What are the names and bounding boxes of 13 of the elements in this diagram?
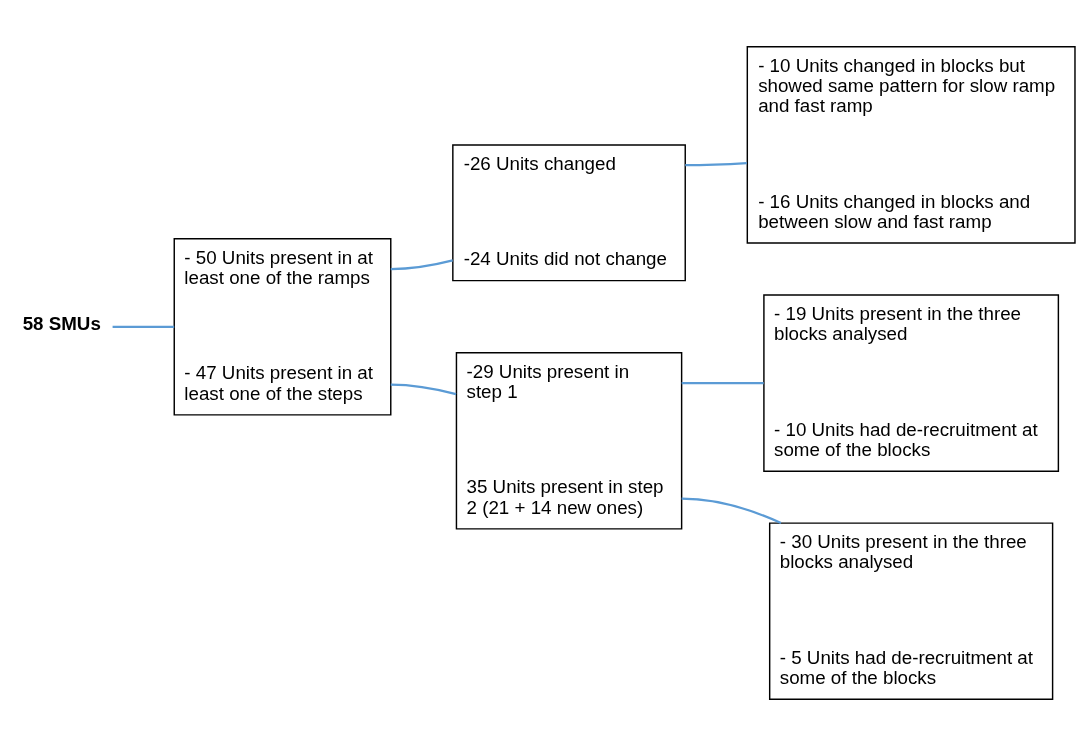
node-box: - 30 Units present in the three blocks analysed - 5 Units had de-recruitment at some of the blocks: [768, 521, 1054, 700]
node-text: 58 SMUs: [22, 312, 101, 334]
connector: [685, 161, 747, 166]
node-box: - 10 Units changed in blocks but showed same pattern for slow ramp and fast ramp - 16 Units changed in blocks and between slow and fast ramp: [746, 45, 1076, 244]
node-box: - 50 Units present in at least one of the ramps - 47 Units present in at least one of the steps: [173, 237, 392, 416]
node-box: -26 Units changed -24 Units did not change: [452, 143, 686, 281]
connector: [390, 258, 453, 270]
node-box: -29 Units present in step 1 35 Units present in step 2 (21 + 14 new ones): [455, 351, 683, 530]
connector: [681, 497, 782, 524]
connector: [681, 381, 764, 384]
node-box: - 19 Units present in the three blocks analysed - 10 Units had de-recruitment at some of the blocks: [763, 293, 1060, 472]
connector: [112, 325, 175, 328]
connector: [390, 382, 457, 395]
